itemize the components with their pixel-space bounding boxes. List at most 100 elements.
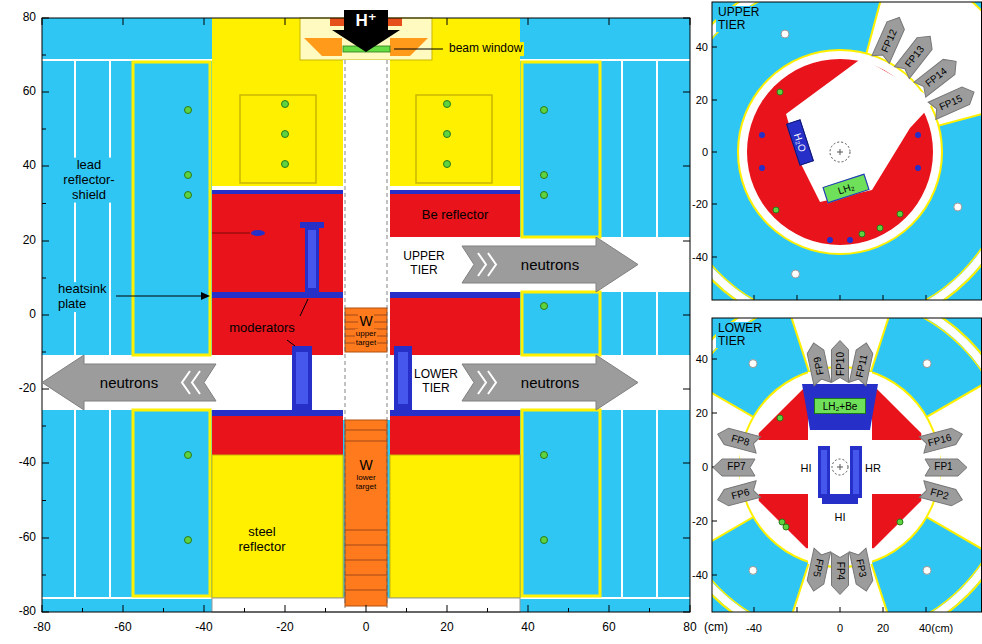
flight-path-label: FP1: [934, 462, 952, 472]
label-slot: -40: [692, 251, 708, 264]
lower-tier-art: [749, 360, 757, 368]
label-slot: -40: [195, 621, 212, 635]
lower-tier-art: [802, 384, 878, 430]
upper-tier-art: [786, 58, 936, 202]
label-slot: 80: [23, 11, 36, 25]
flight-path-arrow: FP6: [715, 481, 760, 508]
label-slot: -20: [19, 382, 36, 396]
axis-tick-label: 40: [521, 621, 534, 635]
axis-tick-label: 80: [683, 621, 696, 635]
side-section-art: [185, 172, 192, 179]
moderator-box: LH₂: [822, 173, 869, 203]
side-section-art: [398, 352, 408, 404]
axis-tick-label: -40: [746, 622, 762, 635]
label-slot: 80: [683, 621, 696, 635]
leader-line: [116, 49, 443, 346]
side-section-art: [305, 222, 319, 292]
upper-tier-art: [915, 165, 921, 171]
arrow-shape: [462, 237, 638, 292]
target-label: upper target: [355, 329, 377, 347]
moderator-label: LH₂+Be: [823, 401, 858, 412]
side-section-art: [185, 537, 192, 544]
side-section-art: [212, 410, 343, 416]
upper-tier-art: [897, 211, 903, 217]
label-slot: HI: [801, 462, 812, 475]
arrow-shape: [332, 10, 400, 52]
label-slot: 0: [702, 146, 708, 159]
label-slot: LOWER TIER: [414, 368, 458, 396]
leader-line: [201, 292, 210, 300]
side-section-art: [444, 101, 451, 108]
axis-frame: [42, 18, 690, 612]
leader-line: [394, 49, 443, 50]
arrow-shape: [920, 426, 965, 453]
axis-tick-label: 0: [29, 308, 36, 322]
upper-tier-art: [781, 30, 962, 278]
lower-tier-art: [837, 464, 843, 470]
side-section-art: [282, 131, 289, 138]
moderator-label: LH₂: [836, 180, 855, 196]
side-section-art: [212, 416, 343, 455]
upper-tier-art: [837, 149, 843, 155]
lower-tier-art: [897, 519, 903, 525]
axis-tick-label: -40: [195, 621, 212, 635]
side-section-art: [390, 194, 520, 237]
flight-path-arrow: FP16: [920, 426, 965, 453]
label-slot: 40: [696, 353, 708, 366]
axis-tick-label: 20: [877, 622, 889, 635]
upper-tier-art: [712, 2, 982, 300]
side-section-art: [541, 172, 548, 179]
flight-path-label: FP4: [835, 561, 845, 579]
panel-frame: [712, 318, 982, 612]
moderator-box: LH₂+Be: [814, 398, 866, 414]
upper-tier-art: [738, 50, 942, 254]
side-section-art: [282, 161, 289, 168]
axis-tick-label: -20: [692, 515, 708, 528]
tier-label: UPPER TIER: [403, 250, 444, 278]
upper-tier-art: [877, 225, 883, 231]
label-slot: (cm): [704, 621, 728, 635]
lower-tier-art: [712, 318, 982, 612]
label-slot: 0: [29, 308, 36, 322]
axis-tick-label: 0: [702, 146, 708, 159]
side-section-art: [296, 352, 308, 404]
moderator-label: HI: [835, 511, 846, 524]
side-section-art: [394, 346, 412, 410]
side-section-art: [541, 192, 548, 199]
lower-tier-art: [712, 318, 982, 612]
side-section-art: [345, 308, 387, 352]
tungsten-target: Wlower target: [345, 420, 387, 606]
leader-line: [116, 295, 202, 296]
axis-tick-label: -40: [19, 456, 36, 470]
axis-tick-label: 20: [440, 621, 453, 635]
arrow-chevron: [488, 253, 496, 276]
side-section-art: [133, 62, 210, 355]
label-slot: 60: [602, 621, 615, 635]
axis-tick-label: -60: [19, 531, 36, 545]
side-section-art: [541, 107, 548, 114]
beam-label: neutrons: [100, 374, 158, 391]
side-section-art: [240, 95, 316, 183]
lower-tier-art: [749, 566, 757, 574]
part-label: Be reflector: [422, 208, 488, 223]
side-section-art: [282, 101, 289, 108]
side-section-art: [292, 346, 312, 410]
moderator-label: H₂O: [792, 131, 808, 152]
side-section-art: [185, 101, 548, 544]
side-section-art: [42, 18, 690, 612]
lower-tier-art: [777, 415, 783, 421]
label-slot: -60: [19, 531, 36, 545]
upper-tier-art: [847, 237, 853, 243]
arrow-chevron: [488, 371, 496, 394]
side-section-art: [522, 410, 600, 596]
label-slot: UPPER TIER: [403, 250, 444, 278]
label-slot: -20: [692, 515, 708, 528]
arrow-shape: [715, 481, 760, 508]
label-slot: 0: [363, 621, 370, 635]
arrow-chevron: [478, 371, 486, 394]
label-slot: moderators: [229, 321, 295, 336]
tungsten-target: Wupper target: [345, 308, 387, 352]
part-label: heatsink plate: [56, 282, 108, 312]
side-section-art: [522, 292, 600, 355]
